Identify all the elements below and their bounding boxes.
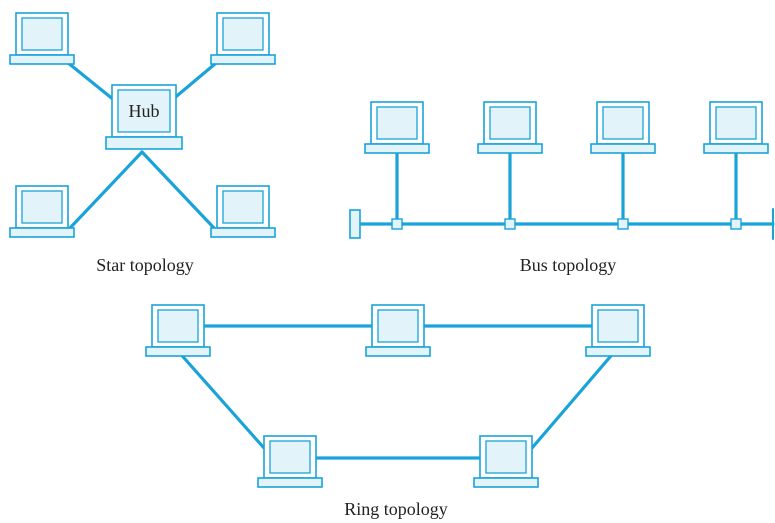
ring-computer-bottom-left — [257, 435, 323, 488]
bus-terminator-left — [349, 209, 361, 239]
bus-computer-3 — [590, 101, 656, 154]
star-topology — [9, 12, 276, 238]
star-link-top-right — [170, 56, 224, 102]
bus-tap-2 — [504, 218, 516, 230]
ring-computer-top-left — [145, 304, 211, 357]
bus-tap-3 — [617, 218, 629, 230]
star-topology-label: Star topology — [96, 255, 194, 275]
ring-computer-top-middle — [365, 304, 431, 357]
bus-tap-4 — [730, 218, 742, 230]
star-link-bottom-right — [140, 150, 216, 230]
bus-topology-label: Bus topology — [519, 255, 617, 275]
star-link-top-left — [60, 56, 116, 102]
ring-computer-bottom-right — [473, 435, 539, 488]
star-computer-bottom-right — [210, 185, 276, 238]
star-computer-bottom-left — [9, 185, 75, 238]
star-computer-top-left — [9, 12, 75, 65]
bus-topology — [349, 101, 775, 240]
bus-computer-4 — [703, 101, 769, 154]
bus-tap-1 — [391, 218, 403, 230]
star-computer-top-right — [210, 12, 276, 65]
ring-topology-label: Ring topology — [344, 499, 448, 519]
hub-label: Hub — [128, 101, 160, 121]
ring-topology — [145, 304, 651, 488]
bus-computer-2 — [477, 101, 543, 154]
ring-link-right — [530, 348, 618, 450]
ring-computer-top-right — [585, 304, 651, 357]
ring-link-left — [175, 348, 266, 450]
bus-computer-1 — [364, 101, 430, 154]
star-link-bottom-left — [68, 150, 144, 230]
